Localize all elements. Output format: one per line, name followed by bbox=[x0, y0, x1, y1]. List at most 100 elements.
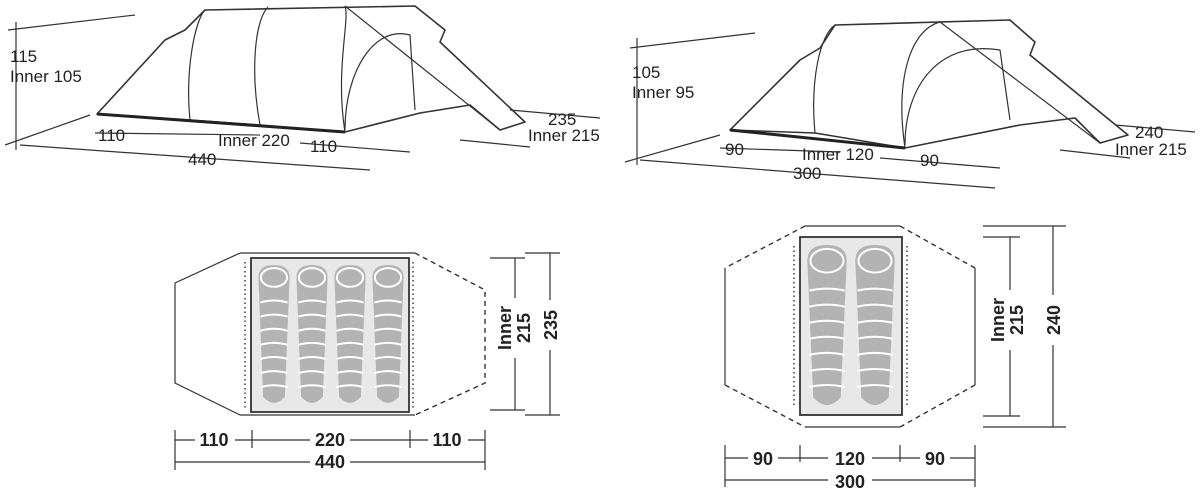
door-opening bbox=[904, 48, 1011, 146]
sleeping-bag-band bbox=[298, 327, 326, 332]
height-guide-top bbox=[629, 32, 756, 49]
sleeping-bag-band bbox=[298, 341, 326, 346]
sleeping-bag bbox=[855, 245, 895, 406]
width-label: 240 bbox=[1135, 123, 1163, 142]
sleeping-bag bbox=[334, 265, 366, 403]
sleeping-bag-hood bbox=[857, 247, 893, 274]
width-guide-top bbox=[1114, 124, 1196, 133]
small-tent-floor-plan: Inner 215 240 90 120 90 300 bbox=[724, 225, 1066, 492]
large-tent-side-view: 115 Inner 105 110 Inner 220 110 440 235 … bbox=[4, 5, 601, 171]
sleeping-bag bbox=[372, 265, 404, 403]
sleeping-bag-hood bbox=[259, 267, 289, 288]
sleeping-bag-band bbox=[857, 287, 893, 292]
sleeping-bags bbox=[258, 265, 404, 403]
sleeping-bag-band bbox=[809, 351, 845, 356]
small-tent-body bbox=[729, 19, 1129, 149]
sleeping-bag-band bbox=[260, 341, 288, 346]
inner-length-label: Inner 120 bbox=[802, 145, 874, 164]
inner-width-label: 215 bbox=[514, 313, 534, 343]
dim-line-90-right bbox=[879, 157, 1001, 169]
sleeping-bag-band bbox=[298, 355, 326, 360]
dim-line-110-left bbox=[94, 132, 261, 136]
sleeping-bag-hood bbox=[809, 247, 845, 274]
width-guide bbox=[1059, 149, 1131, 159]
total-length-label: 300 bbox=[793, 164, 821, 183]
sleeping-bag-band bbox=[336, 327, 364, 332]
label-bg bbox=[195, 430, 235, 450]
total-width-label: 235 bbox=[541, 310, 561, 340]
height-guide-top bbox=[7, 14, 136, 31]
sleeping-bag-hood bbox=[297, 267, 327, 288]
ground-line bbox=[96, 112, 346, 134]
total-width-label: 240 bbox=[1044, 305, 1064, 335]
vestibule-right-label: 90 bbox=[920, 151, 939, 170]
sleeping-bag-band bbox=[374, 370, 402, 375]
outline-dashed bbox=[724, 225, 976, 428]
pole-arch-2 bbox=[254, 6, 269, 126]
vestibule-pole bbox=[939, 21, 1101, 144]
label-bg bbox=[310, 452, 350, 472]
width-guide-top bbox=[509, 109, 601, 119]
sleeping-bag-band bbox=[336, 370, 364, 375]
label-bg bbox=[495, 298, 535, 358]
label-bg bbox=[988, 290, 1028, 350]
sleeping-bag-band bbox=[336, 313, 364, 318]
vestibule-left-label: 90 bbox=[725, 140, 744, 159]
large-tent-floor-plan: Inner 215 235 110 220 110 440 bbox=[174, 252, 562, 472]
inner-width-label: Inner 215 bbox=[528, 126, 600, 145]
door-opening bbox=[344, 33, 416, 131]
sleeping-bag-band bbox=[298, 313, 326, 318]
sleeping-bag-band bbox=[260, 313, 288, 318]
inner-height-label: Inner 95 bbox=[632, 83, 694, 102]
inner-label: Inner bbox=[495, 306, 515, 350]
label-bg bbox=[538, 300, 562, 350]
sleeping-bags bbox=[807, 245, 895, 406]
inner-height-label: Inner 105 bbox=[10, 67, 82, 86]
ground-line bbox=[729, 128, 906, 150]
sleeping-bag bbox=[258, 265, 290, 403]
sleeping-bag-band bbox=[809, 367, 845, 372]
sleeping-bag-band bbox=[374, 384, 402, 389]
sleeping-bag-band bbox=[374, 355, 402, 360]
sleeping-bag-band bbox=[298, 299, 326, 304]
sleeping-bag-band bbox=[809, 384, 845, 388]
right-vestibule-label: 90 bbox=[925, 449, 945, 469]
label-bg bbox=[920, 448, 950, 468]
sleeping-bag-band bbox=[809, 319, 845, 324]
depth-guide-left bbox=[624, 134, 721, 163]
label-bg bbox=[428, 430, 468, 450]
inner-label: Inner bbox=[988, 298, 1008, 342]
sleeping-bag-band bbox=[260, 384, 288, 389]
dim-line-300 bbox=[639, 159, 996, 189]
sleeping-bag-band bbox=[336, 299, 364, 304]
sleeping-bag-band bbox=[809, 335, 845, 340]
sleeping-bag-band bbox=[374, 313, 402, 318]
width-guide bbox=[459, 139, 531, 148]
label-bg bbox=[828, 448, 872, 468]
sleeping-bag-band bbox=[857, 351, 893, 356]
right-vestibule-label: 110 bbox=[432, 430, 461, 450]
inner-width-label: 215 bbox=[1007, 305, 1027, 335]
height-label: 115 bbox=[10, 47, 37, 66]
sleeping-bag-band bbox=[260, 299, 288, 304]
sleeping-bag-band bbox=[374, 299, 402, 304]
sleeping-bag-band bbox=[336, 355, 364, 360]
sleeping-bag bbox=[296, 265, 328, 403]
sleeping-bag-band bbox=[336, 384, 364, 389]
dim-line-110-right bbox=[299, 142, 411, 153]
width-label: 235 bbox=[548, 110, 576, 129]
pole-arch-3 bbox=[340, 5, 347, 133]
sleeping-bag-band bbox=[809, 303, 845, 308]
pole-arch-2 bbox=[901, 21, 941, 149]
dim-line-440 bbox=[19, 144, 371, 171]
sleeping-bag-band bbox=[809, 287, 845, 292]
inner-length-label: 120 bbox=[835, 449, 865, 469]
sleeping-bag-band bbox=[298, 384, 326, 389]
sleeping-bag-band bbox=[857, 384, 893, 388]
sleeping-bag-band bbox=[298, 370, 326, 375]
sleeping-bag-band bbox=[857, 367, 893, 372]
vestibule-right-label: 110 bbox=[310, 137, 337, 156]
outline-left bbox=[174, 252, 241, 416]
sleeping-bag-hood bbox=[373, 267, 403, 288]
